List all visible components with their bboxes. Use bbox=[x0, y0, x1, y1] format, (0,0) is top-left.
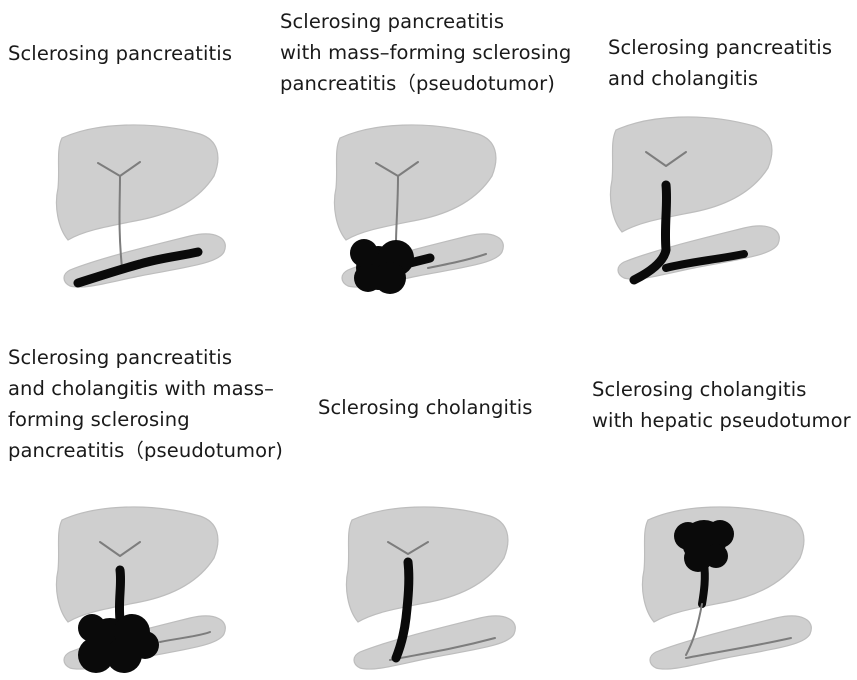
pancreatic-duct-lesion bbox=[406, 258, 430, 264]
caption-line: forming sclerosing bbox=[8, 404, 283, 435]
caption-panel-6: Sclerosing cholangitis with hepatic pseu… bbox=[592, 374, 851, 436]
figure-pancreatitis-cholangitis bbox=[594, 110, 794, 290]
caption-line: Sclerosing cholangitis bbox=[592, 374, 851, 405]
bile-duct-lesion bbox=[702, 564, 705, 604]
liver-shape bbox=[334, 125, 495, 240]
caption-panel-5: Sclerosing cholangitis bbox=[318, 392, 533, 423]
caption-line: pancreatitis（pseudotumor) bbox=[8, 435, 283, 466]
caption-panel-3: Sclerosing pancreatitis and cholangitis bbox=[608, 32, 832, 94]
figure-cholangitis-hepatic-pseudotumor bbox=[626, 500, 826, 680]
caption-line: pancreatitis（pseudotumor) bbox=[280, 68, 571, 99]
caption-line: and cholangitis with mass– bbox=[8, 373, 283, 404]
caption-line: with mass–forming sclerosing bbox=[280, 37, 571, 68]
caption-line: Sclerosing pancreatitis bbox=[608, 32, 832, 63]
liver-shape bbox=[346, 507, 507, 622]
bile-duct-lesion bbox=[119, 570, 120, 620]
caption-line: Sclerosing pancreatitis bbox=[280, 6, 571, 37]
figure-sclerosing-pancreatitis bbox=[40, 118, 240, 298]
pancreatic-head-mass bbox=[78, 614, 159, 673]
figure-pancreatitis-cholangitis-mass bbox=[40, 500, 240, 680]
liver-shape bbox=[56, 125, 217, 240]
figure-mass-forming-pancreatitis bbox=[318, 118, 518, 298]
liver-shape bbox=[56, 507, 217, 622]
caption-line: Sclerosing pancreatitis bbox=[8, 38, 232, 69]
caption-panel-2: Sclerosing pancreatitis with mass–formin… bbox=[280, 6, 571, 99]
caption-line: Sclerosing pancreatitis bbox=[8, 342, 283, 373]
figure-sclerosing-cholangitis bbox=[330, 500, 530, 680]
caption-line: with hepatic pseudotumor bbox=[592, 405, 851, 436]
caption-line: Sclerosing cholangitis bbox=[318, 392, 533, 423]
caption-line: and cholangitis bbox=[608, 63, 832, 94]
caption-panel-1: Sclerosing pancreatitis bbox=[8, 38, 232, 69]
pancreas-shape bbox=[650, 616, 811, 669]
caption-panel-4: Sclerosing pancreatitis and cholangitis … bbox=[8, 342, 283, 466]
liver-shape bbox=[610, 117, 771, 232]
pancreas-shape bbox=[354, 616, 515, 669]
